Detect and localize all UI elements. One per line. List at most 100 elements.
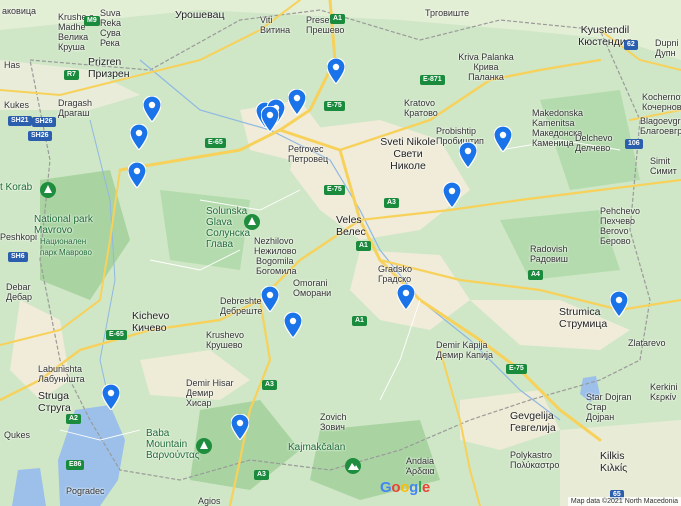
road-shield: E86: [66, 460, 85, 470]
place-label: Gradsko Градско: [378, 264, 413, 284]
place-label: Kriva Palanka Крива Паланка: [458, 52, 514, 82]
place-label: Radovish Радовиш: [530, 244, 568, 264]
place-label: Demir Hisar Демир Хисар: [186, 378, 234, 408]
place-label: Krushevo Крушево: [206, 330, 245, 350]
road-shield: A3: [254, 470, 269, 480]
place-label: Star Dojran Стар Дојран: [586, 392, 632, 422]
place-label: Delchevo Делчево: [575, 133, 613, 153]
road-shield: R7: [64, 70, 79, 80]
park-icon: [244, 214, 260, 230]
road-shield: A1: [330, 14, 345, 24]
road-shield: M9: [84, 16, 100, 26]
place-label: Nezhilovo Нежилово: [254, 236, 297, 256]
place-label: Prizren Призрен: [88, 56, 130, 80]
place-label: Presevo Прешево: [306, 15, 345, 35]
place-label: Debreshte Дебреште: [220, 296, 263, 316]
map-attribution[interactable]: Map data ©2021 North Macedonia: [567, 497, 681, 506]
road-shield: E-65: [205, 138, 226, 148]
place-label: t Korab: [0, 182, 33, 193]
location-marker[interactable]: [261, 286, 279, 312]
place-label: Simit Симит: [650, 156, 677, 176]
road-shield: E-65: [106, 330, 127, 340]
road-shield: SH26: [28, 131, 52, 141]
place-label: Baba Mountain Βαρνούντας: [146, 428, 200, 461]
location-marker[interactable]: [288, 89, 306, 115]
location-marker[interactable]: [610, 291, 628, 317]
place-label: Agios: [198, 496, 221, 506]
place-label: аковица: [2, 6, 37, 16]
location-marker[interactable]: [231, 414, 249, 440]
place-label: Has: [4, 60, 21, 70]
road-shield: E-75: [324, 101, 345, 111]
place-label: Polykastro Πολύκαστρο: [510, 450, 560, 470]
road-shield: E-871: [420, 75, 445, 85]
park-label: National park Mavrovo: [34, 214, 93, 236]
road-shield: A1: [352, 316, 367, 326]
place-label: Dupni Дупн: [655, 38, 679, 58]
road-shield: A4: [528, 270, 543, 280]
place-label: Kratovo Кратово: [404, 98, 438, 118]
place-label: Kukes: [4, 100, 30, 110]
place-label: Petrovec Петровец: [288, 144, 329, 164]
place-label: Debar Дебар: [6, 282, 32, 302]
place-label: Solunska Glava Солунска Глава: [206, 206, 251, 250]
place-label: Probishtip Пробиштип: [436, 126, 484, 146]
place-label: Gevgelija Гевгелија: [510, 410, 556, 434]
place-label: Qukes: [4, 430, 31, 440]
road-shield: SH26: [32, 117, 56, 127]
road-shield: E-75: [324, 185, 345, 195]
location-marker[interactable]: [494, 126, 512, 152]
road-shield: A3: [262, 380, 277, 390]
location-marker[interactable]: [397, 284, 415, 310]
place-label: Kerkini Κερκίν: [650, 382, 678, 402]
place-label: Pogradec: [66, 486, 105, 496]
location-marker[interactable]: [102, 384, 120, 410]
mountain-icon: [345, 458, 361, 474]
place-label: Suva Reka Сува Река: [100, 8, 122, 48]
place-label: Zovich Зович: [320, 412, 347, 432]
location-marker[interactable]: [443, 182, 461, 208]
place-label: Bogomila Богомила: [256, 256, 297, 276]
place-label: Dragash Драгаш: [58, 98, 93, 118]
park-label: Национален парк Маврово: [40, 237, 92, 257]
road-shield: 62: [624, 40, 638, 50]
place-label: Kochernovo Кочерново: [642, 92, 681, 112]
place-label: Struga Струга: [38, 390, 71, 414]
road-shield: SH6: [8, 252, 28, 262]
place-label: Урошевац: [175, 9, 225, 21]
road-shield: 106: [625, 139, 643, 149]
road-shield: SH21: [8, 116, 32, 126]
road-shield: 65: [610, 490, 624, 500]
road-shield: A1: [356, 241, 371, 251]
place-label: Makedonska Kamenitsa Македонска Каменица: [532, 108, 584, 148]
location-marker[interactable]: [459, 142, 477, 168]
place-label: Viti Витина: [260, 15, 291, 35]
place-label: Kyustendil Кюстендил: [578, 24, 632, 48]
place-label: Pehchevo Пехчево Berovo Берово: [600, 206, 641, 246]
place-label: Kichevo Кичево: [132, 310, 170, 334]
place-label: Sveti Nikole Свети Николе: [380, 136, 436, 172]
road-shield: E-75: [506, 364, 527, 374]
location-marker[interactable]: [143, 96, 161, 122]
place-label: Kajmakčalan: [288, 442, 346, 453]
google-logo: Google: [380, 479, 430, 496]
road-shield: A2: [66, 414, 81, 424]
location-marker[interactable]: [130, 124, 148, 150]
place-label: Blagoevgr Благоевгр: [640, 116, 681, 136]
place-label: Kilkis Κιλκίς: [600, 450, 628, 474]
location-marker[interactable]: [284, 312, 302, 338]
place-label: Zlatarevo: [628, 338, 666, 348]
location-marker[interactable]: [327, 58, 345, 84]
place-label: Трговиште: [425, 8, 470, 18]
location-marker[interactable]: [128, 162, 146, 188]
place-label: Peshkopi: [0, 232, 38, 242]
place-label: Veles Велес: [336, 214, 366, 238]
place-label: Demir Kapija Демир Капија: [436, 340, 493, 360]
park-icon: [40, 182, 56, 198]
place-label: Omorani Оморани: [293, 278, 332, 298]
place-label: Andaia Άρδαια: [406, 456, 435, 476]
park-icon: [196, 438, 212, 454]
location-marker[interactable]: [261, 106, 279, 132]
